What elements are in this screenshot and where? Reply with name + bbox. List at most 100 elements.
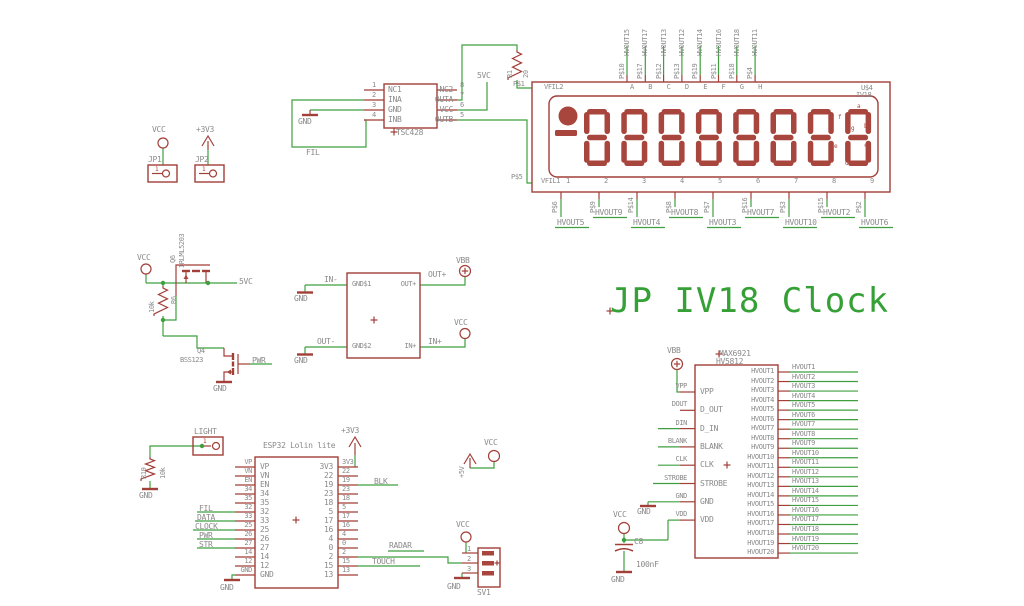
wire [231, 574, 235, 579]
net-label-radar: RADAR [389, 541, 412, 550]
display-bottom-net-label-high: HVOUT9 [595, 208, 623, 217]
jp1-pad[interactable] [161, 169, 171, 178]
part-name-sv1: SV1 [477, 588, 491, 597]
esp32-symbol[interactable] [254, 456, 339, 589]
display-digit-segment [807, 140, 814, 163]
jp2-symbol[interactable] [194, 164, 225, 183]
vcc-supply-symbol[interactable] [460, 531, 472, 543]
vbb-supply-symbol[interactable] [458, 264, 472, 278]
display-top-net-label: HVOUT18 [732, 29, 741, 56]
net-label-vcc-dcdc: VCC [454, 318, 468, 327]
max6921-pin-label-right: HVOUT3 [751, 386, 774, 395]
display-top-pin-name: P$4 [746, 67, 755, 79]
esp32-pin-label-left: 33 [260, 516, 270, 525]
part-name-max6921: MAX6921 [719, 349, 751, 358]
display-digit-segment [695, 112, 702, 134]
tsc428-pin-label-left: INA [388, 95, 402, 104]
esp32-pin-name-right: 22 [342, 467, 350, 475]
vcc-supply-symbol[interactable] [140, 263, 152, 275]
display-digit-segment [604, 112, 610, 134]
resistor-r6[interactable] [153, 286, 169, 316]
display-top-pin-name: P$12 [654, 63, 663, 79]
cap-name-c8: C8 [634, 537, 644, 546]
resistor-value-r1: 20 [522, 70, 530, 78]
net-label-vcc-jp1: VCC [152, 125, 166, 134]
gnd-label-tsc: GND [298, 117, 312, 126]
display-digit-segment [791, 140, 797, 163]
display-bottom-pin-name: P$2 [855, 201, 863, 213]
display-top-net-label: HVOUT13 [659, 29, 668, 56]
light-pad[interactable] [211, 441, 221, 451]
wire [457, 44, 518, 101]
display-digit-segment [661, 109, 682, 115]
net-label-pwr: PWR [252, 356, 266, 365]
net-label-vcc-q6: VCC [137, 253, 151, 262]
esp32-pin-name-left: 14 [244, 548, 252, 556]
dcdc-pin-in-minus: IN- [324, 275, 338, 284]
vbb-supply-symbol[interactable] [670, 357, 684, 371]
wire [516, 80, 532, 89]
esp32-pin-label-left: VP [260, 462, 270, 471]
sv1-connector-symbol[interactable] [477, 547, 501, 588]
resistor-r1[interactable] [507, 50, 523, 80]
max6921-net-label-right: HVOUT1 [792, 363, 815, 371]
esp32-pin-name-right: 15 [342, 557, 350, 565]
tsc428-pin-number-right: 6 [460, 101, 464, 109]
display-digit-pin-number: 3 [642, 177, 646, 185]
vcc-supply-symbol[interactable] [157, 137, 169, 149]
max6921-pin-label-right: HVOUT17 [747, 519, 774, 528]
mosfet-arrow [183, 274, 189, 279]
resistor-r19[interactable] [140, 457, 157, 481]
display-digit-segment [828, 112, 834, 134]
net-label-pwr-esp: PWR [199, 531, 213, 540]
display-digit-pin-number: 2 [604, 177, 608, 185]
max6921-net-label-right: HVOUT17 [792, 515, 819, 524]
max6921-pin-label-left: VPP [700, 387, 714, 396]
jp1-symbol[interactable] [147, 164, 178, 183]
esp32-pin-name-left: 33 [244, 512, 252, 520]
symbol-line [348, 435, 362, 448]
max6921-symbol[interactable] [694, 364, 779, 559]
vcc-supply-symbol[interactable] [459, 327, 471, 340]
jp2-pin-number: 1 [202, 166, 206, 173]
display-digit-pin-number: 9 [870, 177, 874, 185]
esp32-pin-name-left: 35 [244, 494, 252, 502]
max6921-pin-label-right: HVOUT9 [751, 443, 774, 452]
wire [149, 445, 200, 457]
esp32-pin-label-right: 0 [328, 543, 333, 552]
light-connector-symbol[interactable] [192, 436, 224, 456]
esp32-pin-name-left: 27 [244, 539, 252, 547]
wire [163, 296, 177, 321]
sv1-contact [482, 571, 494, 576]
max6921-pin-label-right: HVOUT15 [747, 500, 774, 509]
tsc428-symbol[interactable] [383, 83, 438, 129]
part-name-tsc428: TSC428 [396, 128, 424, 137]
esp32-pin-name-left: 25 [244, 521, 252, 529]
tsc428-pin-label-right: NC2 [439, 85, 453, 94]
max6921-net-label-right: HVOUT4 [792, 391, 815, 400]
vcc-supply-symbol[interactable] [487, 449, 501, 463]
tsc428-pin-label-right: VCC [439, 105, 453, 114]
display-digit-segment [845, 112, 851, 134]
iv18-display-symbol[interactable] [531, 81, 891, 193]
tsc428-pin-label-left: NC1 [388, 85, 402, 94]
dcdc-module-symbol[interactable] [346, 272, 421, 359]
dcdc-pin-gnd2: GND$2 [352, 342, 372, 350]
max6921-pin-label-right: HVOUT16 [747, 509, 774, 518]
max6921-pin-label-left: VDD [700, 515, 714, 525]
jp2-pad[interactable] [208, 169, 218, 178]
display-digit-segment [736, 134, 757, 141]
vcc-supply-symbol[interactable] [617, 521, 631, 535]
resistor-value-r6: 10k [148, 301, 156, 313]
capacitor-plate[interactable] [614, 547, 634, 552]
max6921-pin-label-right: HVOUT18 [747, 529, 774, 537]
display-digit-segment [584, 112, 590, 134]
segment-letter-f: f [838, 114, 842, 121]
wire [420, 339, 466, 348]
net-label-touch: TOUCH [372, 557, 395, 566]
display-digit-segment [604, 140, 610, 163]
part-value-q4: BSS123 [180, 356, 203, 364]
part-name-jp2: JP2 [195, 155, 209, 164]
esp32-pin-label-left: GND [260, 570, 274, 579]
